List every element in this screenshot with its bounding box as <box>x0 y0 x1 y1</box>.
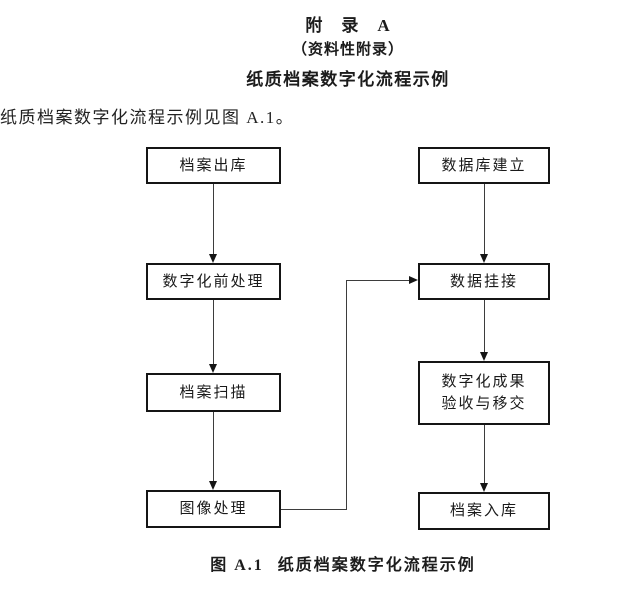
arrowhead-down-icon <box>209 481 217 490</box>
flow-box-label: 档案出库 <box>179 157 248 174</box>
flow-box-archive-checkout: 档案出库 <box>146 147 281 184</box>
flow-box-acceptance-transfer: 数字化成果 验收与移交 <box>418 361 550 425</box>
appendix-title: 附 录 A <box>305 16 391 35</box>
figure-title: 纸质档案数字化流程示例 <box>277 557 476 574</box>
flow-box-label: 档案入库 <box>449 503 518 519</box>
arrow-line-datalinking-to-acceptance <box>484 300 485 352</box>
flow-box-label: 数据库建立 <box>441 157 527 174</box>
flow-box-database-creation: 数据库建立 <box>418 147 550 184</box>
arrow-line-database-to-datalinking <box>484 184 485 254</box>
arrow-line-scanning-to-imageprocessing <box>213 412 214 481</box>
flow-box-label-line2: 验收与移交 <box>441 396 527 412</box>
arrowhead-right-icon <box>409 276 418 284</box>
flow-box-archive-scanning: 档案扫描 <box>146 373 281 412</box>
flow-box-label: 档案扫描 <box>179 384 248 401</box>
connector-imageprocessing-vertical <box>346 280 347 510</box>
arrowhead-down-icon <box>480 352 488 361</box>
flow-box-label: 图像处理 <box>179 501 248 517</box>
flow-box-image-processing: 图像处理 <box>146 490 281 528</box>
arrow-line-checkout-to-predigitization <box>213 184 214 254</box>
arrow-line-acceptance-to-storage <box>484 425 485 483</box>
flow-box-pre-digitization: 数字化前处理 <box>146 263 281 300</box>
arrow-line-predigitization-to-scanning <box>213 300 214 364</box>
arrowhead-down-icon <box>209 364 217 373</box>
intro-text: 纸质档案数字化流程示例见图 A.1。 <box>0 108 295 127</box>
flow-box-label: 数据挂接 <box>449 273 518 290</box>
flow-box-label: 数字化前处理 <box>162 273 265 290</box>
arrowhead-down-icon <box>480 254 488 263</box>
connector-imageprocessing-horizontal <box>281 509 347 510</box>
flow-box-archive-storage: 档案入库 <box>418 492 550 530</box>
arrowhead-down-icon <box>209 254 217 263</box>
arrowhead-down-icon <box>480 483 488 492</box>
figure-label: 图 A.1 <box>210 557 264 574</box>
flow-box-label-line1: 数字化成果 <box>441 374 527 390</box>
flow-box-data-linking: 数据挂接 <box>418 263 550 300</box>
appendix-heading: 纸质档案数字化流程示例 <box>246 70 450 89</box>
connector-to-datalinking-horizontal <box>346 280 409 281</box>
appendix-subtitle: （资料性附录） <box>291 42 404 58</box>
figure-caption: 图 A.1 纸质档案数字化流程示例 <box>60 551 626 575</box>
